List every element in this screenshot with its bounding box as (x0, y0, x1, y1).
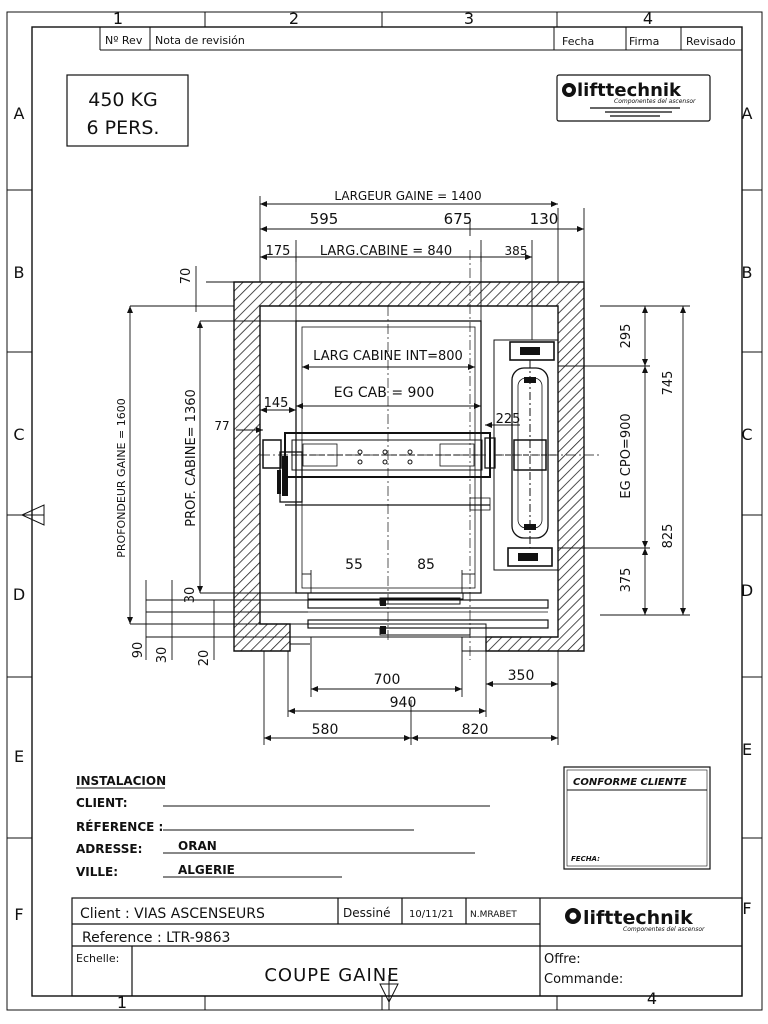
ville-value: ALGERIE (178, 863, 235, 877)
client-label: CLIENT: (76, 796, 128, 810)
dim-eg-cpo: EG CPO=900 (619, 413, 634, 498)
dim-295: 295 (619, 324, 634, 349)
revision-note-header: Nota de revisión (155, 34, 245, 47)
revision-header: Nº Rev Nota de revisión Fecha Firma Revi… (99, 27, 742, 51)
dim-20: 20 (197, 650, 212, 667)
dim-profondeur-gaine: PROFONDEUR GAINE = 1600 (115, 398, 128, 557)
adresse-value: ORAN (178, 839, 217, 853)
shaft-walls (233, 281, 585, 652)
title-echelle: Echelle: (76, 952, 119, 965)
revision-date-header: Fecha (562, 35, 594, 48)
capacity-box: 450 KG 6 PERS. (66, 74, 189, 147)
grid-col-2-top: 2 (289, 9, 299, 28)
grid-row-d-right: D (741, 581, 753, 600)
car-sling (262, 432, 496, 511)
capacity-persons: 6 PERS. (87, 117, 160, 139)
title-date: 10/11/21 (409, 909, 454, 920)
dim-375: 375 (619, 568, 634, 593)
grid-row-f-left: F (14, 905, 23, 924)
capacity-weight: 450 KG (88, 89, 158, 111)
logo-tagline-bottom: Componentes del ascensor (623, 926, 705, 933)
dim-940: 940 (390, 695, 417, 711)
dim-70: 70 (179, 268, 194, 285)
logo-box-top: lifttechnik Componentes del ascensor (556, 74, 711, 122)
dim-eg-cab: EG CAB = 900 (334, 385, 434, 401)
grid-row-e-right: E (742, 740, 752, 759)
grid-row-f-right: F (742, 899, 751, 918)
dim-225: 225 (496, 412, 521, 427)
dim-prof-cabine: PROF. CABINE= 1360 (184, 389, 199, 527)
dim-700: 700 (374, 672, 401, 688)
dim-820: 820 (462, 722, 489, 738)
dim-largeur-gaine: LARGEUR GAINE = 1400 (334, 189, 481, 203)
logo-name-top: lifttechnik (577, 80, 682, 101)
dim-745: 745 (661, 371, 676, 396)
grid-col-4-bottom: 4 (647, 989, 657, 1008)
adresse-label: ADRESSE: (76, 842, 142, 856)
grid-col-3-top: 3 (464, 9, 474, 28)
grid-col-1-top: 1 (113, 9, 123, 28)
dim-175: 175 (266, 244, 291, 259)
dim-30-lower: 30 (155, 647, 170, 664)
dimension-lines (127, 196, 690, 745)
title-dessine: Dessiné (343, 906, 390, 920)
dim-larg-cabine-int: LARG CABINE INT=800 (313, 349, 463, 364)
grid-row-a-left: A (14, 104, 25, 123)
grid-row-b-right: B (742, 263, 753, 282)
conforme-heading: CONFORME CLIENTE (573, 777, 687, 788)
conforme-fecha: FECHA: (571, 855, 600, 863)
logo-tagline-top: Componentes del ascensor (614, 98, 696, 105)
installation-heading: INSTALACION (76, 774, 166, 788)
ville-label: VILLE: (76, 865, 118, 879)
grid-row-b-left: B (14, 263, 25, 282)
dim-30-upper: 30 (183, 587, 198, 604)
rev-number-header: Nº Rev (105, 34, 143, 47)
dim-385: 385 (505, 244, 528, 258)
dim-130: 130 (530, 210, 559, 228)
grid-row-a-right: A (742, 104, 753, 123)
revision-signature-header: Firma (629, 35, 659, 48)
dim-595: 595 (310, 210, 339, 228)
installation-info: INSTALACION CLIENT: RÉFERENCE : ADRESSE:… (76, 774, 490, 879)
dim-85: 85 (417, 557, 435, 573)
grid-col-1-bottom: 1 (117, 993, 127, 1012)
dim-55: 55 (345, 557, 363, 573)
title-reference: Reference : LTR-9863 (82, 930, 230, 946)
title-client: Client : VIAS ASCENSEURS (80, 906, 265, 922)
title-offre: Offre: (544, 952, 581, 967)
title-drawing-name: COUPE GAINE (264, 965, 399, 986)
centering-mark-left (10, 504, 45, 526)
dim-90: 90 (131, 642, 146, 659)
title-author: N.MRABET (470, 910, 517, 920)
grid-row-c-left: C (13, 425, 24, 444)
grid-row-c-right: C (741, 425, 752, 444)
conforme-cliente-box: CONFORME CLIENTE FECHA: (563, 766, 711, 870)
grid-row-e-left: E (14, 747, 24, 766)
dim-77: 77 (214, 419, 229, 433)
dim-350: 350 (508, 668, 535, 684)
landing-doors (300, 592, 549, 636)
dim-larg-cabine: LARG.CABINE = 840 (320, 244, 452, 259)
dim-825: 825 (661, 524, 676, 549)
logo-name-bottom: lifttechnik (583, 907, 693, 929)
title-block: Client : VIAS ASCENSEURS Dessiné 10/11/2… (71, 897, 743, 997)
dim-675: 675 (444, 210, 473, 228)
dim-145: 145 (264, 396, 289, 411)
grid-col-4-top: 4 (643, 9, 653, 28)
reference-label: RÉFERENCE : (76, 819, 163, 834)
centering-mark-bottom (379, 975, 399, 1010)
revision-checked-header: Revisado (686, 35, 736, 48)
title-commande: Commande: (544, 972, 623, 987)
dim-580: 580 (312, 722, 339, 738)
grid-row-d-left: D (13, 585, 25, 604)
shaft-plan (233, 250, 600, 660)
